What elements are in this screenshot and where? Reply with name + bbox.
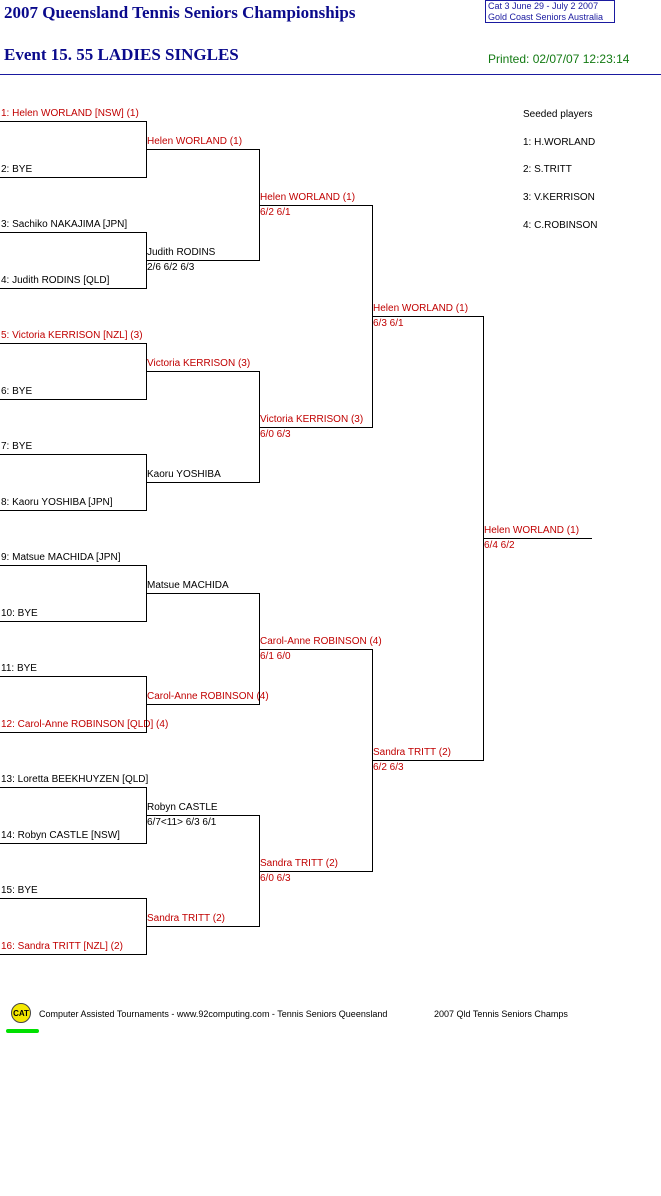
footer-credits: Computer Assisted Tournaments - www.92co… xyxy=(39,1009,388,1019)
round1-entry: 8: Kaoru YOSHIBA [JPN] xyxy=(1,497,113,508)
round2-winner: Robyn CASTLE xyxy=(147,802,218,813)
round2-line xyxy=(146,260,259,261)
round1-entry: 12: Carol-Anne ROBINSON [QLD] (4) xyxy=(1,719,169,730)
round1-line xyxy=(0,621,146,622)
round1-entry: 15: BYE xyxy=(1,885,38,896)
round1-entry: 4: Judith RODINS [QLD] xyxy=(1,275,110,286)
round1-line xyxy=(0,787,146,788)
header-divider xyxy=(0,74,661,75)
round2-score: 6/7<11> 6/3 6/1 xyxy=(147,817,217,828)
cat-logo-underline xyxy=(6,1029,39,1033)
round1-line xyxy=(0,121,146,122)
semifinals-score: 6/3 6/1 xyxy=(373,318,404,329)
quarterfinals-line xyxy=(259,871,372,872)
round1-line xyxy=(0,288,146,289)
quarterfinals-score: 6/0 6/3 xyxy=(260,873,291,884)
round1-entry: 1: Helen WORLAND [NSW] (1) xyxy=(1,108,139,119)
round2-line xyxy=(146,149,259,150)
round1-line xyxy=(0,843,146,844)
event-title: Event 15. 55 LADIES SINGLES xyxy=(4,45,239,64)
semifinals-score: 6/2 6/3 xyxy=(373,762,404,773)
tournament-info-box: Cat 3 June 29 - July 2 2007 Gold Coast S… xyxy=(485,0,615,23)
round2-line xyxy=(146,371,259,372)
round1-entry: 16: Sandra TRITT [NZL] (2) xyxy=(1,941,123,952)
quarterfinals-winner: Helen WORLAND (1) xyxy=(260,192,356,203)
final-score: 6/4 6/2 xyxy=(484,540,515,551)
round2-line xyxy=(146,926,259,927)
semifinals-line xyxy=(372,316,483,317)
round2-winner: Victoria KERRISON (3) xyxy=(147,358,251,369)
round2-winner: Helen WORLAND (1) xyxy=(147,136,243,147)
seeded-player: 4: C.ROBINSON xyxy=(523,220,598,231)
printed-timestamp: Printed: 02/07/07 12:23:14 xyxy=(488,52,630,66)
quarterfinals-line xyxy=(259,649,372,650)
round1-line xyxy=(0,954,146,955)
seeded-player: 1: H.WORLAND xyxy=(523,137,596,148)
round2-winner: Carol-Anne ROBINSON (4) xyxy=(147,691,269,702)
round2-winner: Matsue MACHIDA xyxy=(147,580,229,591)
quarterfinals-winner: Sandra TRITT (2) xyxy=(260,858,338,869)
round1-entry: 10: BYE xyxy=(1,608,38,619)
round1-entry: 13: Loretta BEEKHUYZEN [QLD] xyxy=(1,774,149,785)
quarterfinals-winner: Victoria KERRISON (3) xyxy=(260,414,364,425)
round1-line xyxy=(0,898,146,899)
round1-entry: 11: BYE xyxy=(1,663,37,674)
round2-score: 2/6 6/2 6/3 xyxy=(147,262,195,273)
info-line-dates: Cat 3 June 29 - July 2 2007 xyxy=(488,1,599,11)
quarterfinals-winner: Carol-Anne ROBINSON (4) xyxy=(260,636,382,647)
round1-line xyxy=(0,676,146,677)
final-line xyxy=(483,538,592,539)
semifinals-winner: Sandra TRITT (2) xyxy=(373,747,451,758)
quarterfinals-score: 6/1 6/0 xyxy=(260,651,291,662)
seeded-heading: Seeded players xyxy=(523,109,593,120)
round2-line xyxy=(146,704,259,705)
seeded-player: 3: V.KERRISON xyxy=(523,192,595,203)
round1-line xyxy=(0,343,146,344)
round2-winner: Kaoru YOSHIBA xyxy=(147,469,221,480)
round2-line xyxy=(146,815,259,816)
round1-line xyxy=(0,510,146,511)
tournament-title: 2007 Queensland Tennis Seniors Champions… xyxy=(4,3,356,22)
round1-line xyxy=(0,454,146,455)
quarterfinals-line xyxy=(259,427,372,428)
cat-logo: CAT xyxy=(11,1003,31,1023)
round1-line xyxy=(0,232,146,233)
quarterfinals-score: 6/2 6/1 xyxy=(260,207,291,218)
quarterfinals-line xyxy=(259,205,372,206)
round1-line xyxy=(0,732,146,733)
footer-event-name: 2007 Qld Tennis Seniors Champs xyxy=(434,1009,568,1019)
round1-entry: 9: Matsue MACHIDA [JPN] xyxy=(1,552,121,563)
info-line-venue: Gold Coast Seniors Australia xyxy=(488,12,604,22)
round1-entry: 14: Robyn CASTLE [NSW] xyxy=(1,830,120,841)
round1-line xyxy=(0,399,146,400)
round1-line xyxy=(0,177,146,178)
round1-entry: 6: BYE xyxy=(1,386,33,397)
quarterfinals-score: 6/0 6/3 xyxy=(260,429,291,440)
round2-winner: Sandra TRITT (2) xyxy=(147,913,225,924)
round2-winner: Judith RODINS xyxy=(147,247,216,258)
final-winner: Helen WORLAND (1) xyxy=(484,525,580,536)
round1-entry: 5: Victoria KERRISON [NZL] (3) xyxy=(1,330,143,341)
round2-line xyxy=(146,482,259,483)
semifinals-line xyxy=(372,760,483,761)
round1-entry: 2: BYE xyxy=(1,164,33,175)
semifinals-winner: Helen WORLAND (1) xyxy=(373,303,469,314)
round1-entry: 3: Sachiko NAKAJIMA [JPN] xyxy=(1,219,128,230)
round2-line xyxy=(146,593,259,594)
seeded-player: 2: S.TRITT xyxy=(523,164,572,175)
round1-line xyxy=(0,565,146,566)
round1-entry: 7: BYE xyxy=(1,441,33,452)
